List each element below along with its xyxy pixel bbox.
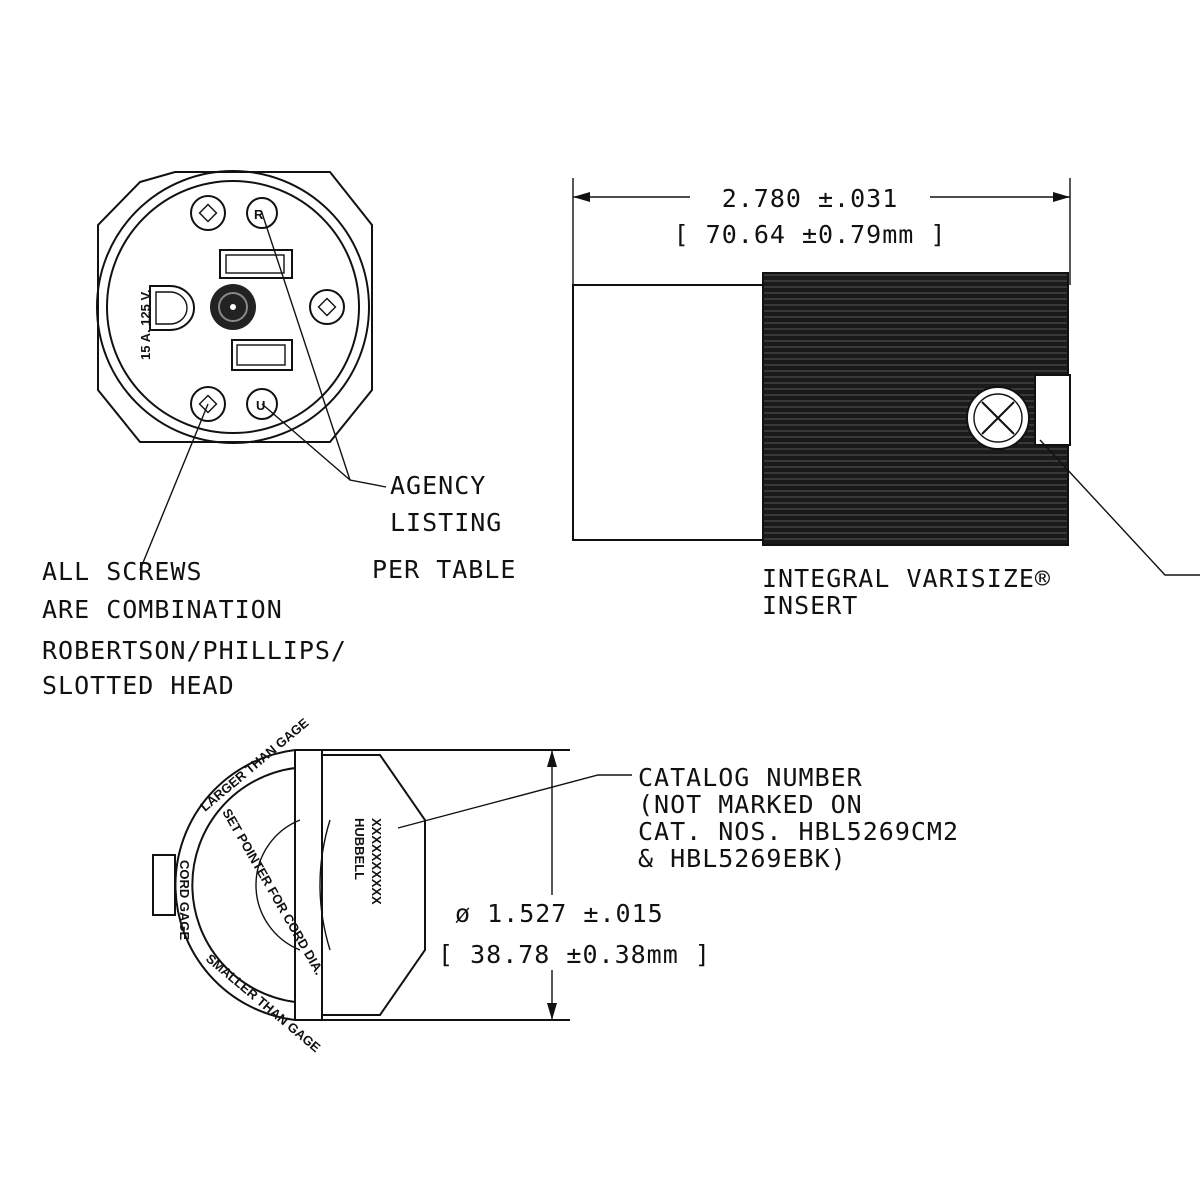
face-body — [572, 284, 764, 541]
screw-icon — [190, 195, 226, 231]
agency-label-2: LISTING — [390, 508, 502, 537]
diameter-mm: [ 38.78 ±0.38mm ] — [438, 940, 711, 969]
screw-icon — [309, 289, 345, 325]
brand-text: HUBBELL — [352, 818, 367, 880]
agency-label-1: AGENCY — [390, 471, 486, 500]
rating-text: 15 A. 125 V. — [138, 289, 153, 360]
cord-clamp — [1034, 374, 1071, 446]
dial-text: SET POINTER FOR CORD DIA. — [219, 806, 327, 977]
insert-label-1: INTEGRAL VARISIZE® — [762, 564, 1051, 593]
screw-icon — [190, 386, 226, 422]
catalog-note-3: CAT. NOS. HBL5269CM2 — [638, 817, 959, 846]
screws-note-1: ALL SCREWS — [42, 557, 203, 586]
length-inches: 2.780 ±.031 — [722, 184, 899, 213]
svg-text:U: U — [256, 398, 265, 413]
length-mm: [ 70.64 ±0.79mm ] — [674, 220, 947, 249]
d-symbol — [149, 285, 195, 331]
gage-text: CORD GAGE — [177, 860, 192, 941]
diameter-inches: ø 1.527 ±.015 — [455, 899, 664, 928]
face-outer-ring — [96, 170, 370, 444]
ul-mark-icon: U — [246, 388, 278, 420]
receptacle-rear-view: HUBBELL XXXXXXXXXX SET POINTER FOR CORD … — [152, 715, 959, 1056]
screws-note-2: ARE COMBINATION — [42, 595, 283, 624]
cord-gage — [152, 854, 176, 916]
screws-note-3: ROBERTSON/PHILLIPS/ — [42, 636, 347, 665]
insert-label-2: INSERT — [762, 591, 858, 620]
catalog-note-2: (NOT MARKED ON — [638, 790, 863, 819]
agency-mark-icon: R — [246, 197, 278, 229]
smaller-text: SMALLER THAN GAGE — [203, 951, 324, 1056]
agency-label-3: PER TABLE — [372, 555, 516, 584]
svg-text:R: R — [254, 207, 264, 222]
receptacle-side-view: 2.780 ±.031 [ 70.64 ±0.79mm ] INTEGRAL V… — [572, 178, 1200, 620]
face-inner-ring — [106, 180, 360, 434]
hot-slot — [219, 249, 293, 279]
catalog-placeholder: XXXXXXXXXX — [369, 818, 384, 905]
catalog-note-1: CATALOG NUMBER — [638, 763, 863, 792]
receptacle-face-view: R U 15 A. 125 V. AGENCY LISTING PER TABL… — [42, 170, 516, 700]
catalog-note-4: & HBL5269EBK) — [638, 844, 847, 873]
screws-note-4: SLOTTED HEAD — [42, 671, 235, 700]
neutral-slot — [231, 339, 293, 371]
